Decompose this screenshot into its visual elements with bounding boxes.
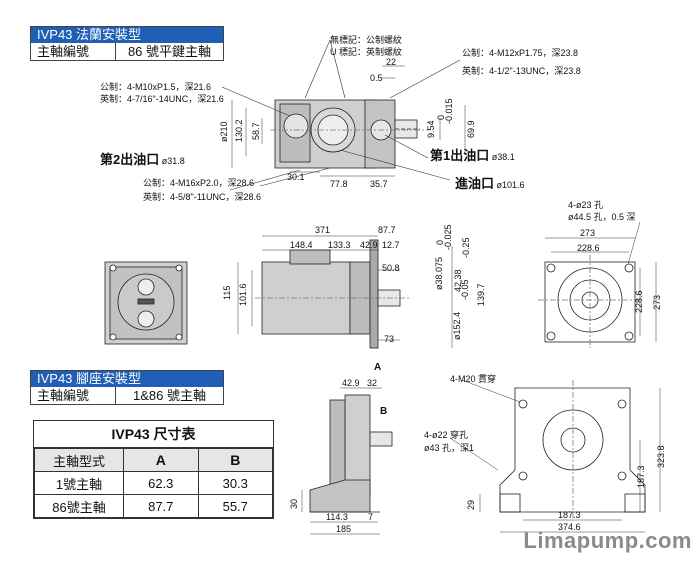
dim-87-7: 87.7 xyxy=(378,225,396,235)
row-label: 1號主軸 xyxy=(34,471,124,495)
dim-0-5: 0.5 xyxy=(370,73,383,83)
note-left-metric: 公制：4-M10xP1.5，深21.6 xyxy=(100,82,212,92)
dim-133-3: 133.3 xyxy=(328,240,351,250)
row-label: 86號主軸 xyxy=(34,494,124,518)
dim-50-8: 50.8 xyxy=(382,263,400,273)
outlet1-label: 第1出油口 ø38.1 xyxy=(430,148,515,163)
dim-9-54: 9.54 xyxy=(426,120,436,138)
dim-38-075: ø38.075 xyxy=(434,256,444,290)
dim-115: 115 xyxy=(222,285,232,300)
outlet2-label: 第2出油口 ø31.8 xyxy=(100,152,185,167)
side-pump-view xyxy=(255,239,410,349)
note-bottom-inch: 英制：4-5/8"-11UNC，深28.6 xyxy=(143,192,262,202)
row-b: 55.7 xyxy=(197,494,273,518)
dim-holes-23: 4-ø23 孔 xyxy=(568,200,604,210)
dim-foot-187-3-v: 187.3 xyxy=(636,465,646,488)
note-metric-thread: 無標記：公制螺紋 xyxy=(330,35,403,45)
flange-series-title: IVP43 法蘭安裝型 xyxy=(31,27,223,43)
dim-foot-30: 30 xyxy=(289,498,299,509)
dim-42-9: 42.9 xyxy=(360,240,378,250)
dim-22: 22 xyxy=(386,57,397,67)
dim-foot-114-3: 114.3 xyxy=(326,512,348,522)
table-header-b: B xyxy=(197,448,273,472)
row-b: 30.3 xyxy=(197,471,273,495)
note-holes-22: 4-ø22 穿孔 xyxy=(424,430,469,440)
note-left-inch: 英制：4-7/16"-14UNC，深21.6 xyxy=(100,94,224,104)
dim-228-6-v: 228.6 xyxy=(634,290,644,313)
foot-mount-header: IVP43 腳座安裝型 主軸編號 1&86 號主軸 xyxy=(30,370,224,405)
dim-foot-42-9: 42.9 xyxy=(342,378,360,388)
dim-371: 371 xyxy=(315,225,331,235)
dim-tol-025: -0.025 xyxy=(443,224,453,250)
dim-101-6: 101.6 xyxy=(238,283,248,306)
top-pump-view xyxy=(270,99,430,169)
dim-tol-05: -0.05 xyxy=(460,279,470,300)
dim-foot-185: 185 xyxy=(336,524,352,534)
foot-series-title: IVP43 腳座安裝型 xyxy=(31,371,223,387)
dim-12-7: 12.7 xyxy=(382,240,400,250)
foot-shaft-label: 主軸編號 xyxy=(37,388,90,403)
foot-shaft-value: 1&86 號主軸 xyxy=(115,387,223,404)
dim-foot-323-8: 323.8 xyxy=(656,445,666,468)
dim-273: 273 xyxy=(580,228,596,238)
dim-foot-32: 32 xyxy=(367,378,378,388)
dim-b: B xyxy=(380,406,388,417)
dim-148-4: 148.4 xyxy=(290,240,313,250)
flange-mount-header: IVP43 法蘭安裝型 主軸編號 86 號平鍵主軸 xyxy=(30,26,224,61)
dim-35-7: 35.7 xyxy=(370,179,388,189)
dim-228-6: 228.6 xyxy=(577,243,600,253)
dim-210: ø210 xyxy=(219,121,229,142)
front-flange-view xyxy=(104,261,188,345)
dim-a: A xyxy=(374,362,382,373)
note-bottom-metric: 公制：4-M16xP2.0，深28.6 xyxy=(143,178,255,188)
table-row: 86號主軸 87.7 55.7 xyxy=(34,494,273,518)
flange-shaft-label: 主軸編號 xyxy=(37,44,90,59)
dim-77-8: 77.8 xyxy=(330,179,348,189)
inlet-label: 進油口 ø101.6 xyxy=(455,176,525,191)
foot-front-view xyxy=(499,380,646,520)
dim-130-2: 130.2 xyxy=(234,119,244,142)
dim-tol-25: -0.25 xyxy=(461,237,471,258)
dim-foot-7: 7 xyxy=(368,512,374,522)
dim-69-9: 69.9 xyxy=(466,120,476,138)
note-inch-thread: U 標記：英制螺紋 xyxy=(330,47,403,57)
brand-watermark: Limapump.com xyxy=(523,528,692,553)
table-title: IVP43 尺寸表 xyxy=(34,421,273,448)
note-cb-43: ø43 孔，深1 xyxy=(424,443,475,453)
dim-30-1: 30.1 xyxy=(287,172,305,182)
dim-foot-187-3-h: 187.3 xyxy=(558,510,581,520)
note-m20: 4-M20 貫穿 xyxy=(450,374,497,384)
flange-face-view xyxy=(538,255,642,348)
note-top-right-inch: 英制：4-1/2"-13UNC，深23.8 xyxy=(462,66,581,76)
table-header-type: 主軸型式 xyxy=(34,448,124,472)
dim-tol-015: -0.015 xyxy=(444,98,454,124)
dim-139-7: 139.7 xyxy=(476,283,486,306)
dim-foot-374-6: 374.6 xyxy=(558,522,581,532)
foot-side-view xyxy=(309,394,393,513)
dim-152-4: ø152.4 xyxy=(452,311,462,340)
note-top-right-metric: 公制：4-M12xP1.75，深23.8 xyxy=(462,48,579,58)
dim-73: 73 xyxy=(384,334,395,344)
dim-counterbore: ø44.5 孔，0.5 深 xyxy=(568,212,636,222)
dimension-table: IVP43 尺寸表 主軸型式 A B 1號主軸 62.3 30.3 86號主軸 … xyxy=(33,420,274,519)
dim-58-7: 58.7 xyxy=(251,122,261,140)
flange-shaft-value: 86 號平鍵主軸 xyxy=(115,43,223,60)
dim-273-v: 273 xyxy=(652,294,662,310)
dim-foot-29: 29 xyxy=(466,499,476,510)
